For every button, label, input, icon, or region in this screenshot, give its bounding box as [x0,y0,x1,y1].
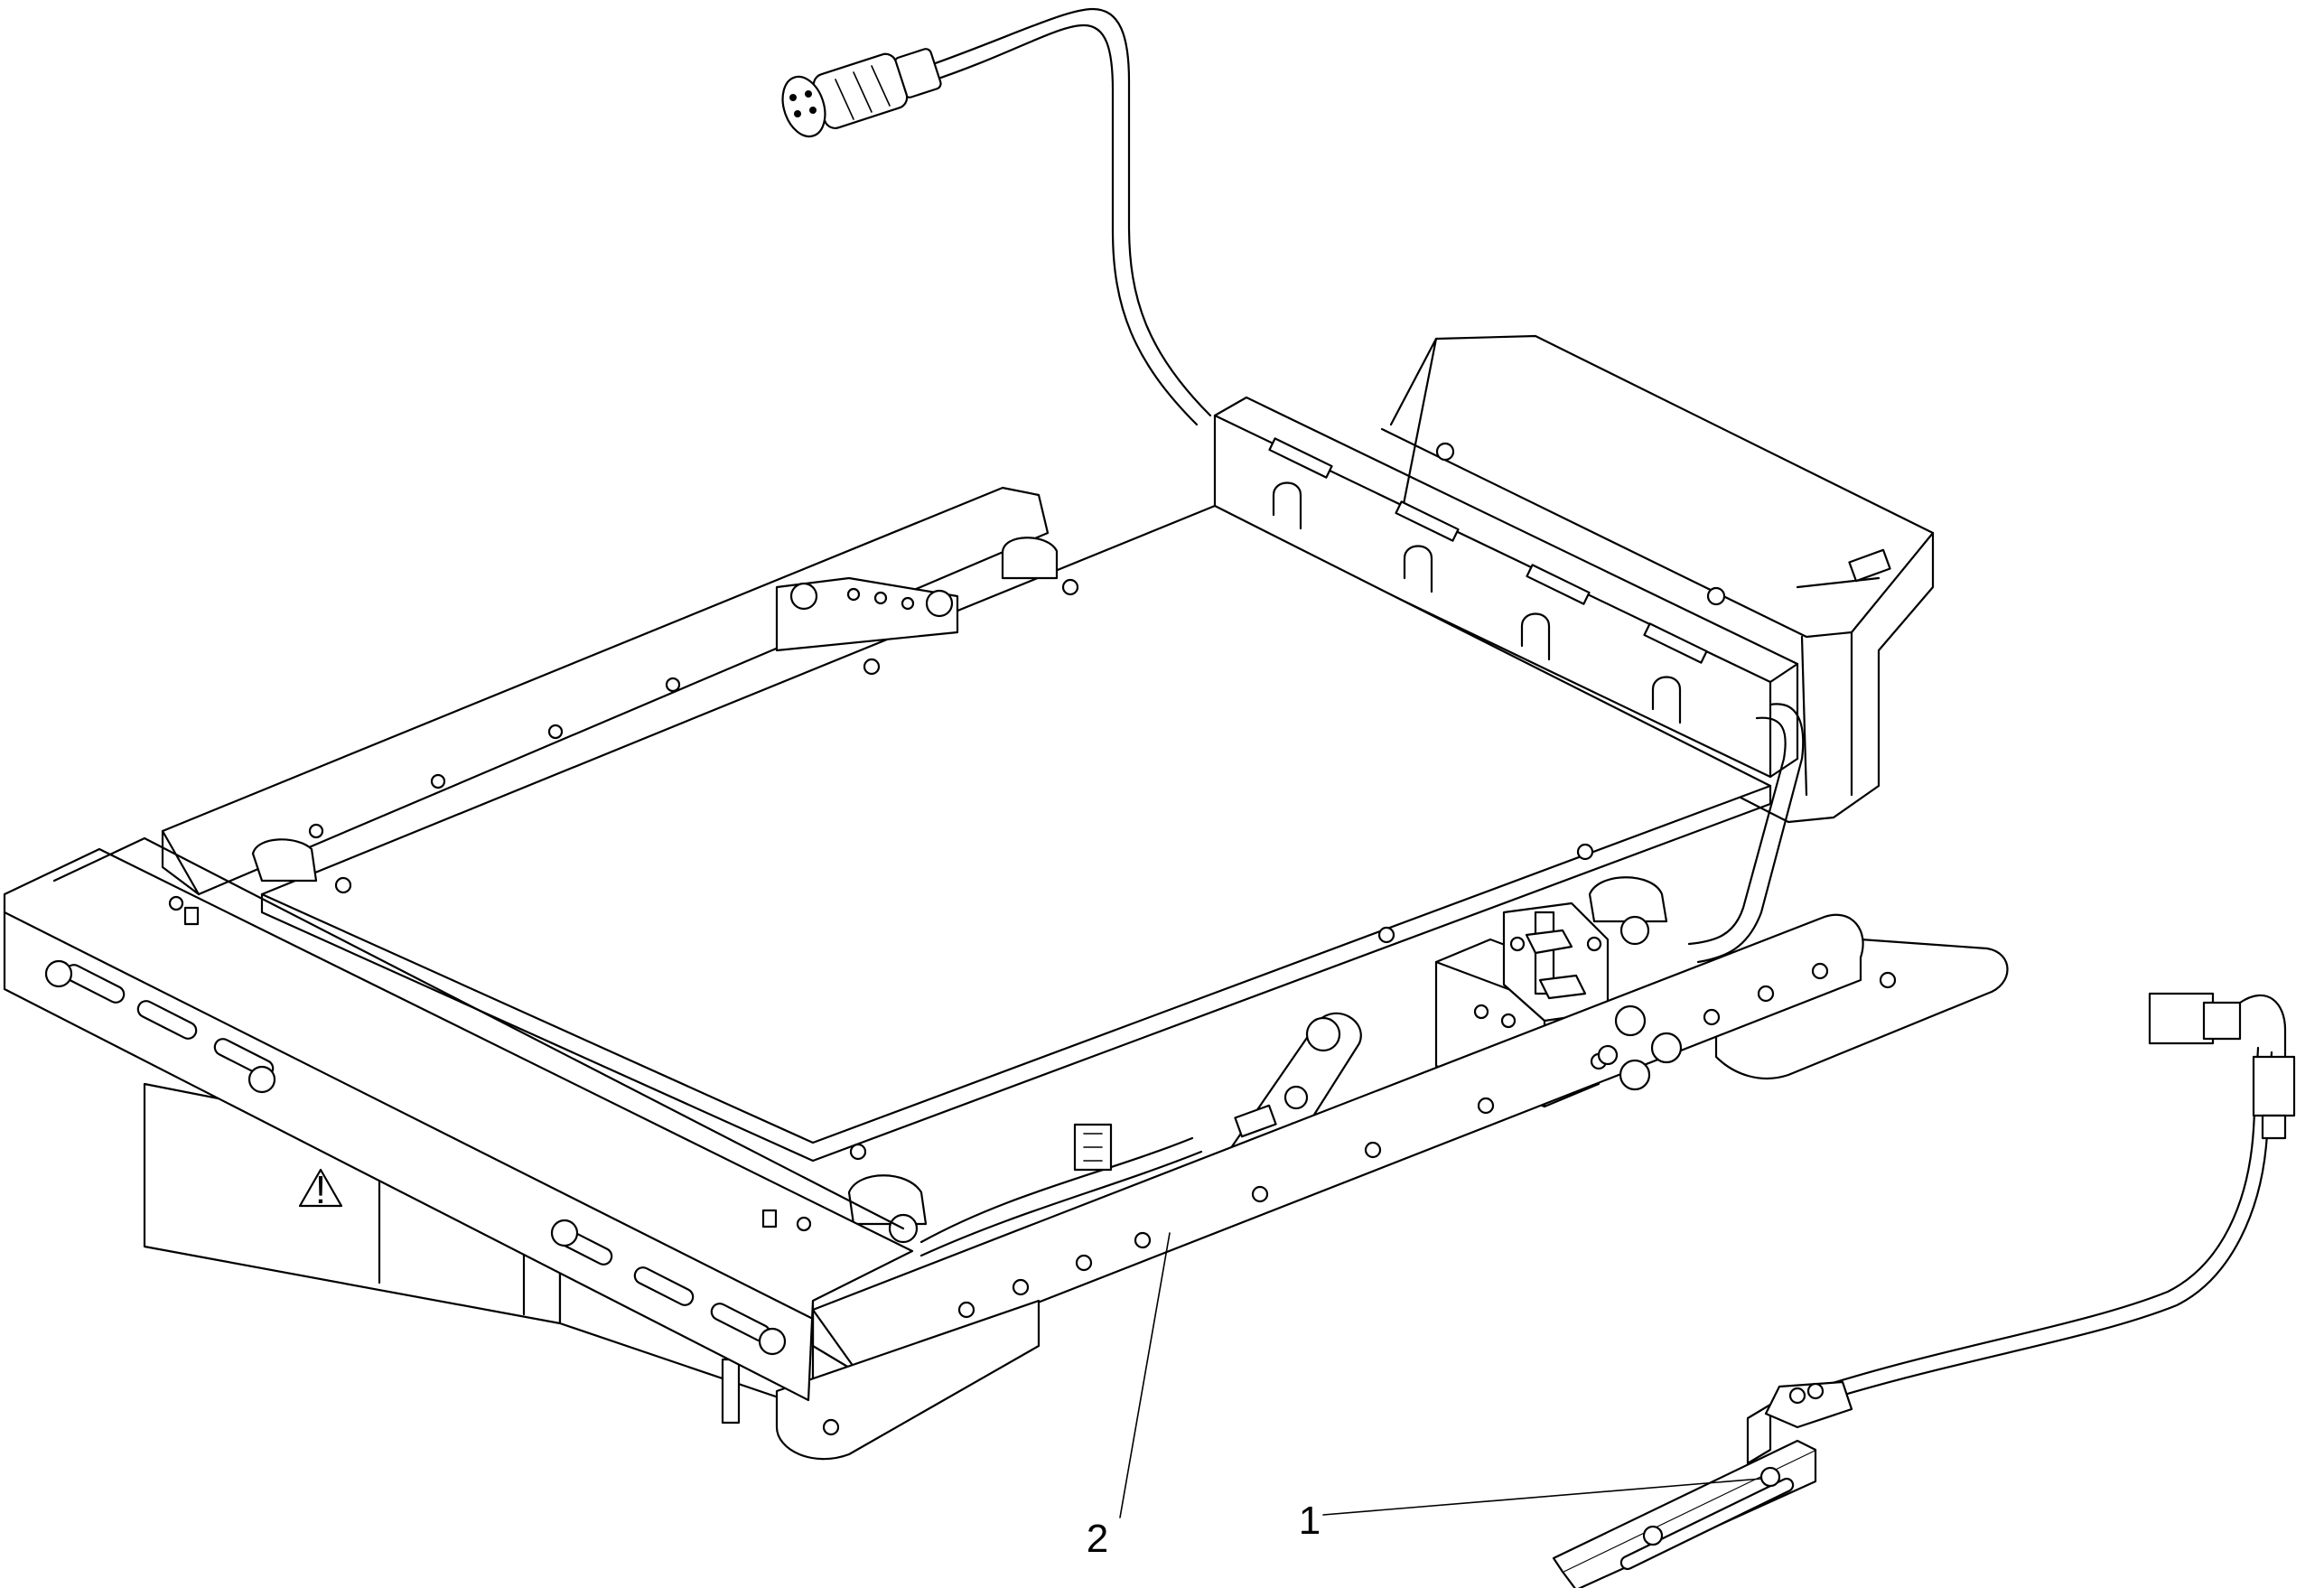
callout-label: 1 [1299,1499,1321,1543]
seat-plate [260,504,1772,1163]
front-right-rail [811,913,1864,1375]
hinge-brackets [251,537,1668,1244]
rear-cross-member [1213,396,1799,779]
callout-1: 1 [1299,1478,1762,1543]
rear-cross-member-slots [1268,437,1708,724]
sensor-bracket [1552,992,2296,1588]
warning-icon: ! [315,1168,326,1212]
callout-label: 2 [1087,1517,1108,1561]
rail-connector [919,1123,1203,1257]
callout-2: 2 [1087,1232,1171,1561]
left-base-plate [775,1299,1041,1461]
front-slider-rail [3,836,914,1402]
cable-with-connector [781,7,1212,426]
